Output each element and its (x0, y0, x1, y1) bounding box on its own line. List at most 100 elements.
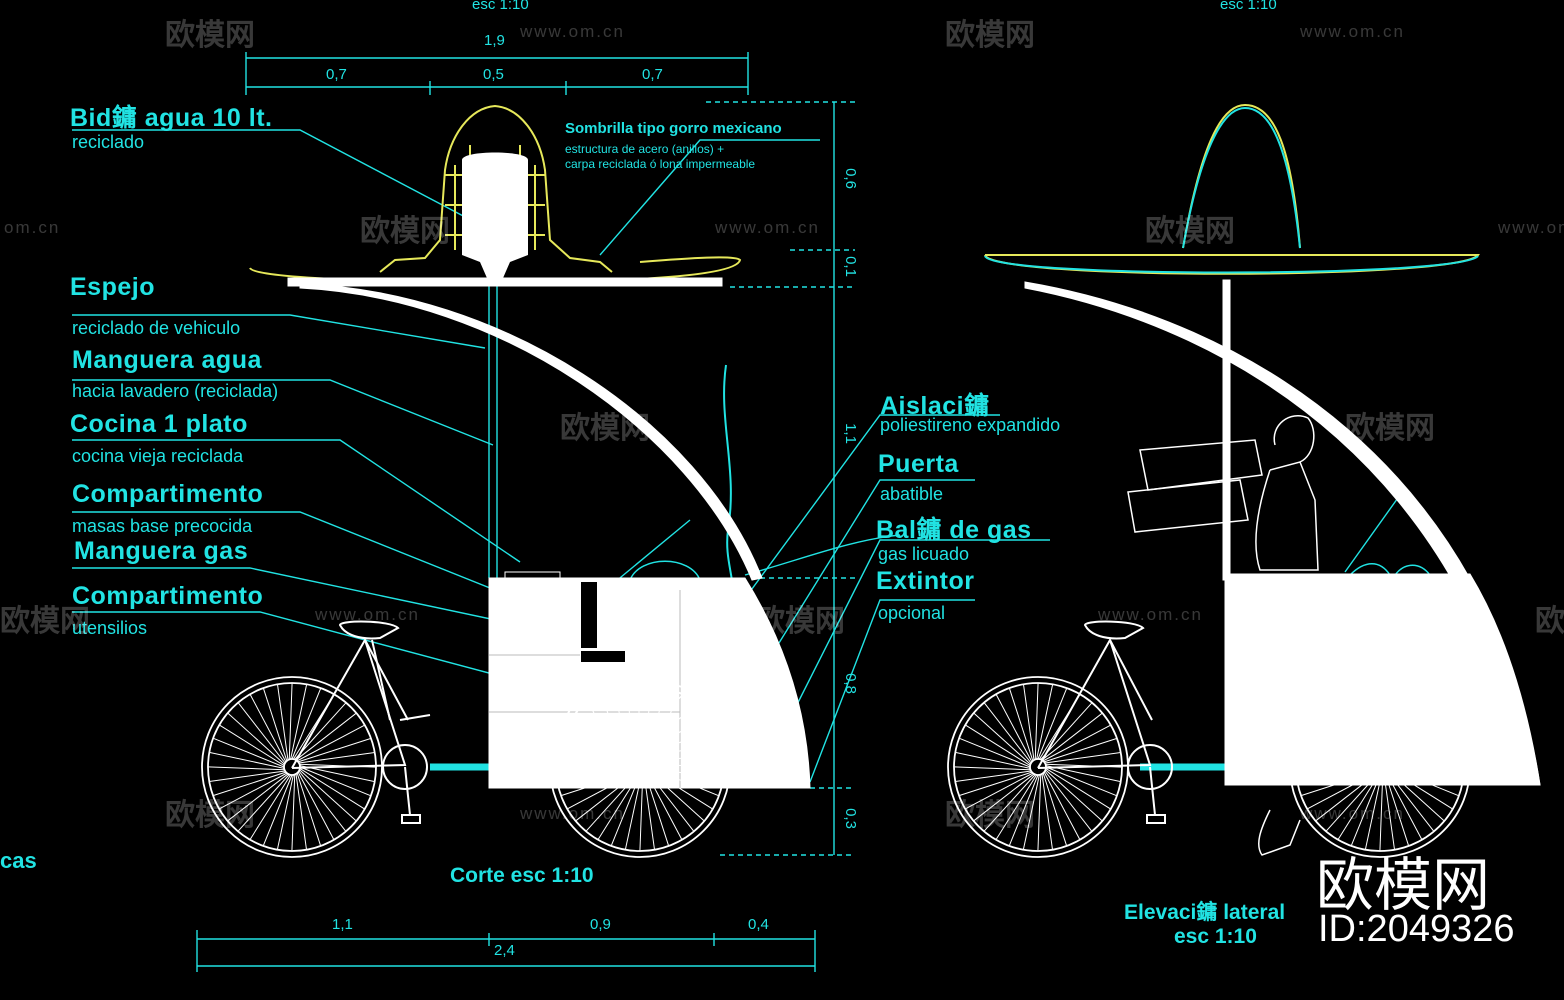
wheel-spoke (209, 751, 285, 769)
wheel-spoke (1041, 712, 1103, 761)
wheel-rim (1289, 676, 1471, 858)
wheel-spoke (207, 766, 285, 771)
wheel-spoke (1295, 766, 1373, 771)
label-balon-gas-title: Bal鏞 de gas (876, 516, 1032, 544)
wheel-spoke (218, 772, 288, 810)
wheel-spoke (958, 771, 1033, 797)
wheel-spoke (640, 694, 683, 760)
wheel-spoke (636, 682, 641, 760)
wheel-spoke (1325, 774, 1378, 832)
elevacion-scale: esc 1:10 (1174, 925, 1257, 948)
wheel-spoke (958, 737, 1031, 768)
wheel-spoke (1041, 773, 1054, 850)
wheel-spoke (237, 702, 286, 764)
wheel-spoke (1037, 774, 1042, 852)
dim-top-3: 0,7 (642, 66, 663, 83)
wheel-spoke (1386, 770, 1435, 832)
wheel-spoke (1300, 737, 1373, 768)
wheel-spoke (1045, 766, 1118, 797)
wheel-spoke (1042, 772, 1068, 847)
wheel-spoke (560, 771, 635, 797)
wheel-rim (549, 676, 731, 858)
wheel-spoke (995, 693, 1033, 763)
watermark-cn: 欧模网 (360, 215, 450, 248)
dim-side-1: 0,6 (841, 168, 859, 189)
wheel-spoke (624, 774, 642, 850)
wheel-spoke (276, 774, 294, 850)
wheel-spoke (276, 684, 289, 761)
dim-side-3: 1,1 (841, 423, 859, 444)
wheel-spoke (262, 774, 293, 847)
wheel-spoke (1379, 774, 1384, 852)
dim-bottom-2: 0,9 (590, 916, 611, 933)
wheel-spoke (644, 772, 670, 847)
wheel-spoke (1043, 771, 1081, 841)
wheel-spoke (1350, 687, 1376, 762)
wheel-spoke (1297, 751, 1373, 769)
wheel-spoke (1037, 687, 1068, 760)
watermark-cn: 欧模网 (1535, 605, 1564, 638)
wheel-spoke (575, 773, 637, 822)
wheel-spoke (249, 774, 292, 840)
watermark-cn: 欧模网 (1145, 215, 1235, 248)
label-compartimento-1-title: Compartimento (72, 480, 264, 508)
dim-side-2: 0,1 (841, 256, 859, 277)
wheel-spoke (639, 774, 644, 852)
dim-bottom-total: 2,4 (494, 942, 515, 959)
wheel-spoke (1384, 724, 1454, 762)
wheel-spoke (297, 737, 372, 763)
wheel-spoke (575, 712, 633, 765)
wheel-spoke (1387, 765, 1463, 783)
wheel-spoke (1386, 751, 1463, 764)
label-bidon-title: Bid鏞 agua 10 lt. (70, 104, 273, 132)
label-extintor-title: Extintor (876, 567, 975, 595)
wheel-spoke (983, 774, 1036, 832)
wheel-spoke (646, 770, 695, 832)
label-manguera-agua-sub: hacia lavadero (reciclada) (72, 381, 279, 401)
wheel-spoke (227, 712, 285, 765)
watermark-url: www.om.cn (1498, 218, 1564, 237)
watermark-url: www.om.cn (520, 22, 625, 41)
wheel-spoke (295, 712, 357, 761)
wheel-spoke (1043, 737, 1118, 763)
wheel-spoke (647, 763, 725, 768)
top-scale-right: esc 1:10 (1220, 0, 1277, 13)
elevacion-caption: Elevaci鏞 lateral (1124, 901, 1286, 924)
wheel-spoke (597, 774, 640, 840)
wheel-spoke (299, 767, 365, 810)
wheel-spoke (1306, 772, 1376, 810)
watermark-url-short: om.cn (4, 218, 61, 237)
wheel-spoke (1385, 737, 1460, 763)
wheel-spoke (645, 737, 720, 763)
wheel-spoke (646, 751, 723, 764)
label-manguera-gas-title: Manguera gas (74, 537, 249, 565)
dim-bottom-3: 0,4 (748, 916, 769, 933)
watermark-cn: 欧模网 (755, 605, 845, 638)
wheel-spoke (647, 769, 705, 822)
wheel-spoke (219, 724, 285, 767)
label-manguera-agua-title: Manguera agua (72, 346, 262, 374)
watermark-cn: 欧模网 (165, 19, 255, 52)
label-espejo-sub: reciclado de vehiculo (72, 318, 241, 338)
sombrilla-title: Sombrilla tipo gorro mexicano (565, 120, 782, 137)
wheel-spoke (1384, 772, 1410, 847)
wheel-spoke (212, 771, 287, 797)
wheel-spoke (1045, 769, 1103, 822)
watermark-url: www.om.cn (315, 605, 420, 624)
wheel-spoke (983, 702, 1032, 764)
wheel-spoke (965, 724, 1031, 767)
wheel-spoke (1387, 766, 1460, 797)
wheel-spoke (1387, 769, 1445, 822)
wheel-spoke (1364, 684, 1377, 761)
wheel-spoke (288, 682, 293, 760)
wheel-spoke (643, 712, 705, 761)
wheel-spoke (1044, 770, 1093, 832)
wheel-spoke (1337, 693, 1375, 763)
sombrilla-line-1: estructura de acero (anillos) + (565, 142, 725, 156)
wheel-spoke (299, 766, 372, 797)
wheel-spoke (299, 769, 357, 822)
wheel-spoke (647, 767, 713, 810)
wheel-spoke (1315, 773, 1377, 822)
wheel-spoke (644, 724, 714, 762)
label-cocina-title: Cocina 1 plato (70, 410, 248, 438)
